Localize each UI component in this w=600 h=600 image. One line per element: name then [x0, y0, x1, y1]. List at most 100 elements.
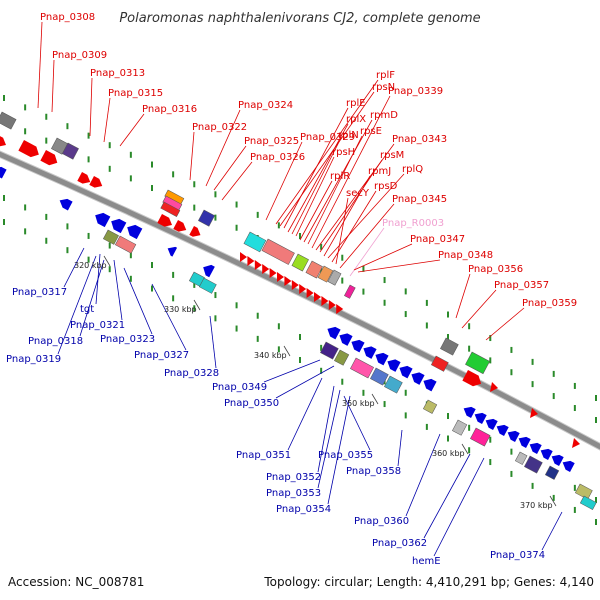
leader-line	[295, 156, 335, 237]
leader-line	[317, 389, 341, 489]
leader-line	[263, 359, 321, 383]
gene-arrow-reverse	[95, 212, 111, 228]
leader-line	[323, 175, 371, 257]
tick-dot	[277, 323, 280, 330]
tick-dot	[531, 482, 534, 489]
leader-line	[319, 159, 383, 253]
leader-line	[103, 97, 111, 143]
tick-dot	[573, 405, 576, 412]
gene-arrow-forward	[269, 268, 277, 278]
gene-arrow-forward	[299, 284, 307, 294]
gene-arrow-reverse	[327, 326, 341, 340]
gene-box-purple	[524, 455, 543, 474]
leader-line	[287, 377, 323, 451]
tick-dot	[404, 389, 407, 396]
gene-box-khaki	[422, 399, 438, 414]
gene-label-pnap-0316: Pnap_0316	[142, 104, 197, 115]
gene-arrow-reverse	[363, 346, 377, 359]
gene-arrow-forward	[77, 172, 91, 184]
tick-dot	[66, 123, 69, 130]
leader-line	[485, 307, 525, 341]
tick-dot	[595, 395, 597, 401]
gene-box-lightgray	[452, 419, 468, 436]
gene-arrow-forward	[306, 288, 314, 298]
scale-tick-label: 330 kbp	[164, 305, 197, 314]
tick-dot	[362, 389, 365, 396]
gene-arrow-reverse	[0, 166, 7, 179]
gene-arrow-reverse	[485, 418, 498, 430]
genome-backbone	[0, 150, 600, 451]
leader-line	[189, 131, 195, 181]
leader-line	[151, 283, 187, 351]
leader-line	[327, 173, 405, 259]
gene-arrow-reverse	[411, 372, 425, 385]
tick-dot	[573, 484, 576, 491]
gene-arrow-forward	[40, 150, 58, 166]
gene-arrow-reverse	[339, 333, 353, 346]
gene-arrow-forward	[173, 220, 187, 232]
gene-label-pnap-0326: Pnap_0326	[250, 152, 305, 163]
gene-label-rpmd: rpmD	[370, 110, 398, 121]
gene-arrow-forward	[490, 382, 498, 392]
tick-dot	[489, 436, 492, 443]
gene-label-secy: secY	[346, 188, 370, 199]
leader-line	[51, 59, 55, 113]
tick-dot	[256, 211, 259, 218]
tick-dot	[151, 262, 153, 269]
tick-dot	[510, 448, 513, 455]
gene-label-rpsm: rpsM	[380, 150, 404, 161]
gene-arrow-reverse	[127, 224, 143, 240]
leader-line	[275, 79, 379, 225]
gene-box-olive	[334, 349, 350, 366]
label-leader-lines	[37, 21, 563, 557]
gene-label-rpmj: rpmJ	[368, 166, 391, 177]
tick-dot	[129, 175, 132, 182]
gene-label-pnap-0362: Pnap_0362	[372, 538, 427, 549]
tick-dot	[129, 252, 132, 259]
gene-label-rplr: rplR	[330, 171, 350, 182]
gene-label-pnap-0323: Pnap_0323	[100, 334, 155, 345]
gene-box-cyan	[243, 231, 267, 253]
leader-line	[423, 453, 471, 539]
tick-dot	[425, 299, 428, 306]
gene-arrow-forward	[277, 272, 284, 282]
leader-line	[541, 511, 563, 551]
tick-dot	[129, 275, 132, 282]
gene-label-pnap-0317: Pnap_0317	[12, 287, 67, 298]
accession-text: Accession: NC_008781	[8, 575, 144, 589]
leader-line	[119, 113, 145, 147]
scale-tick-label: 340 kbp	[254, 351, 287, 360]
gene-label-pnap-0321: Pnap_0321	[70, 320, 125, 331]
gene-arrow-reverse	[474, 412, 487, 424]
gene-arrow-reverse	[111, 218, 127, 234]
tick-dot	[24, 128, 27, 135]
tick-dot	[552, 494, 555, 501]
gene-arrow-forward	[189, 226, 201, 237]
tick-dot	[531, 358, 534, 365]
tick-dot	[151, 285, 153, 292]
gene-box-lime	[291, 253, 309, 272]
tick-dot	[3, 219, 5, 225]
gene-box-pink	[350, 357, 374, 379]
tick-dot	[87, 132, 90, 139]
tick-dot	[87, 156, 90, 163]
gene-label-rpln: rplN	[338, 130, 359, 141]
scale-tick-mark	[283, 345, 291, 357]
tick-dot	[256, 335, 259, 342]
gene-arrow-forward	[284, 276, 292, 286]
leader-line	[57, 255, 97, 355]
gene-label-rplx: rplX	[346, 114, 366, 125]
gene-label-pnap-0358: Pnap_0358	[346, 466, 401, 477]
leader-line	[37, 21, 43, 109]
tick-dot	[235, 224, 238, 231]
tick-dot	[468, 447, 471, 454]
gene-arrow-reverse	[375, 352, 389, 366]
gene-label-rplf: rplF	[376, 70, 395, 81]
tick-dot	[447, 334, 449, 341]
leader-line	[299, 180, 333, 241]
leader-line	[275, 365, 335, 399]
tick-dot	[24, 228, 27, 235]
leader-line	[331, 190, 377, 263]
gene-arrow-reverse	[507, 430, 520, 442]
